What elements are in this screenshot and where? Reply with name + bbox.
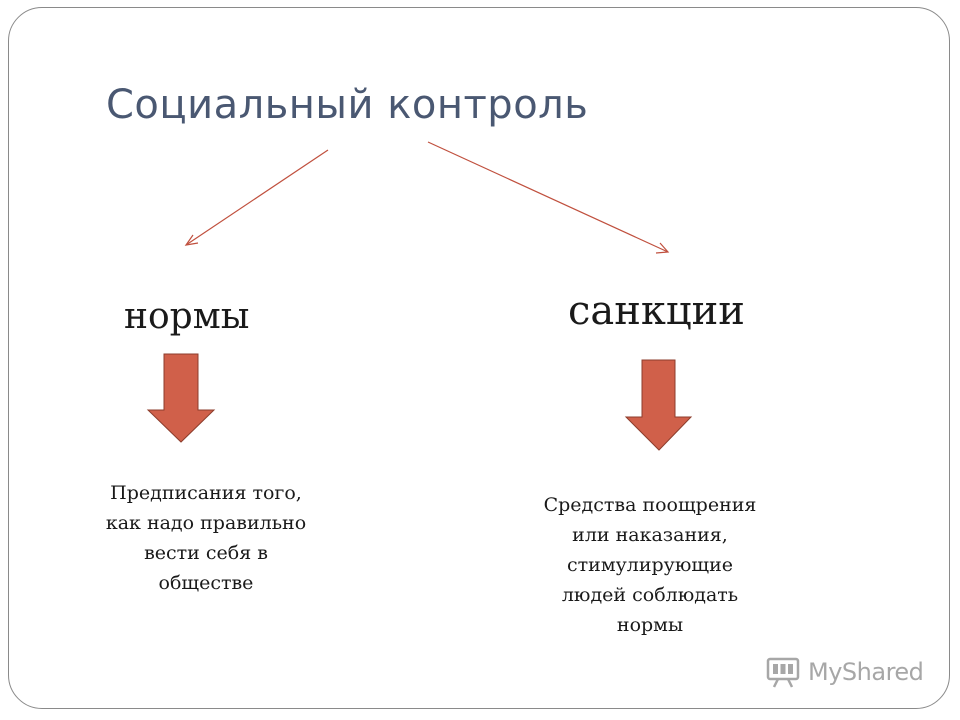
connector-arrow-right — [427, 141, 670, 254]
norms-description-line: Предписания того, — [110, 482, 302, 504]
sanctions-description-line: стимулирующие — [567, 554, 733, 576]
sanctions-description-line: или наказания, — [572, 524, 728, 546]
sanctions-description-line: людей соблюдать — [561, 584, 739, 606]
norms-description-line: вести себя в — [144, 542, 268, 564]
sanctions-description-line: Средства поощрения — [543, 494, 757, 516]
watermark-text: MyShared — [808, 658, 924, 686]
presentation-board-icon — [766, 657, 800, 688]
slide-title: Социальный контроль — [106, 82, 589, 128]
norms-description-line: обществе — [158, 572, 254, 594]
term-sanctions: санкции — [568, 288, 745, 334]
norms-description-line: как надо правильно — [105, 512, 307, 534]
sanctions-description-line: нормы — [616, 614, 684, 636]
sanctions-description: Средства поощрения или наказания, стимул… — [505, 490, 795, 640]
term-norms: нормы — [124, 296, 250, 337]
down-block-arrow-left — [146, 353, 216, 443]
down-block-arrow-right — [624, 359, 693, 451]
myshared-watermark: MyShared — [766, 656, 924, 688]
norms-description: Предписания того, как надо правильно вес… — [66, 478, 346, 598]
connector-arrow-left — [184, 149, 329, 246]
